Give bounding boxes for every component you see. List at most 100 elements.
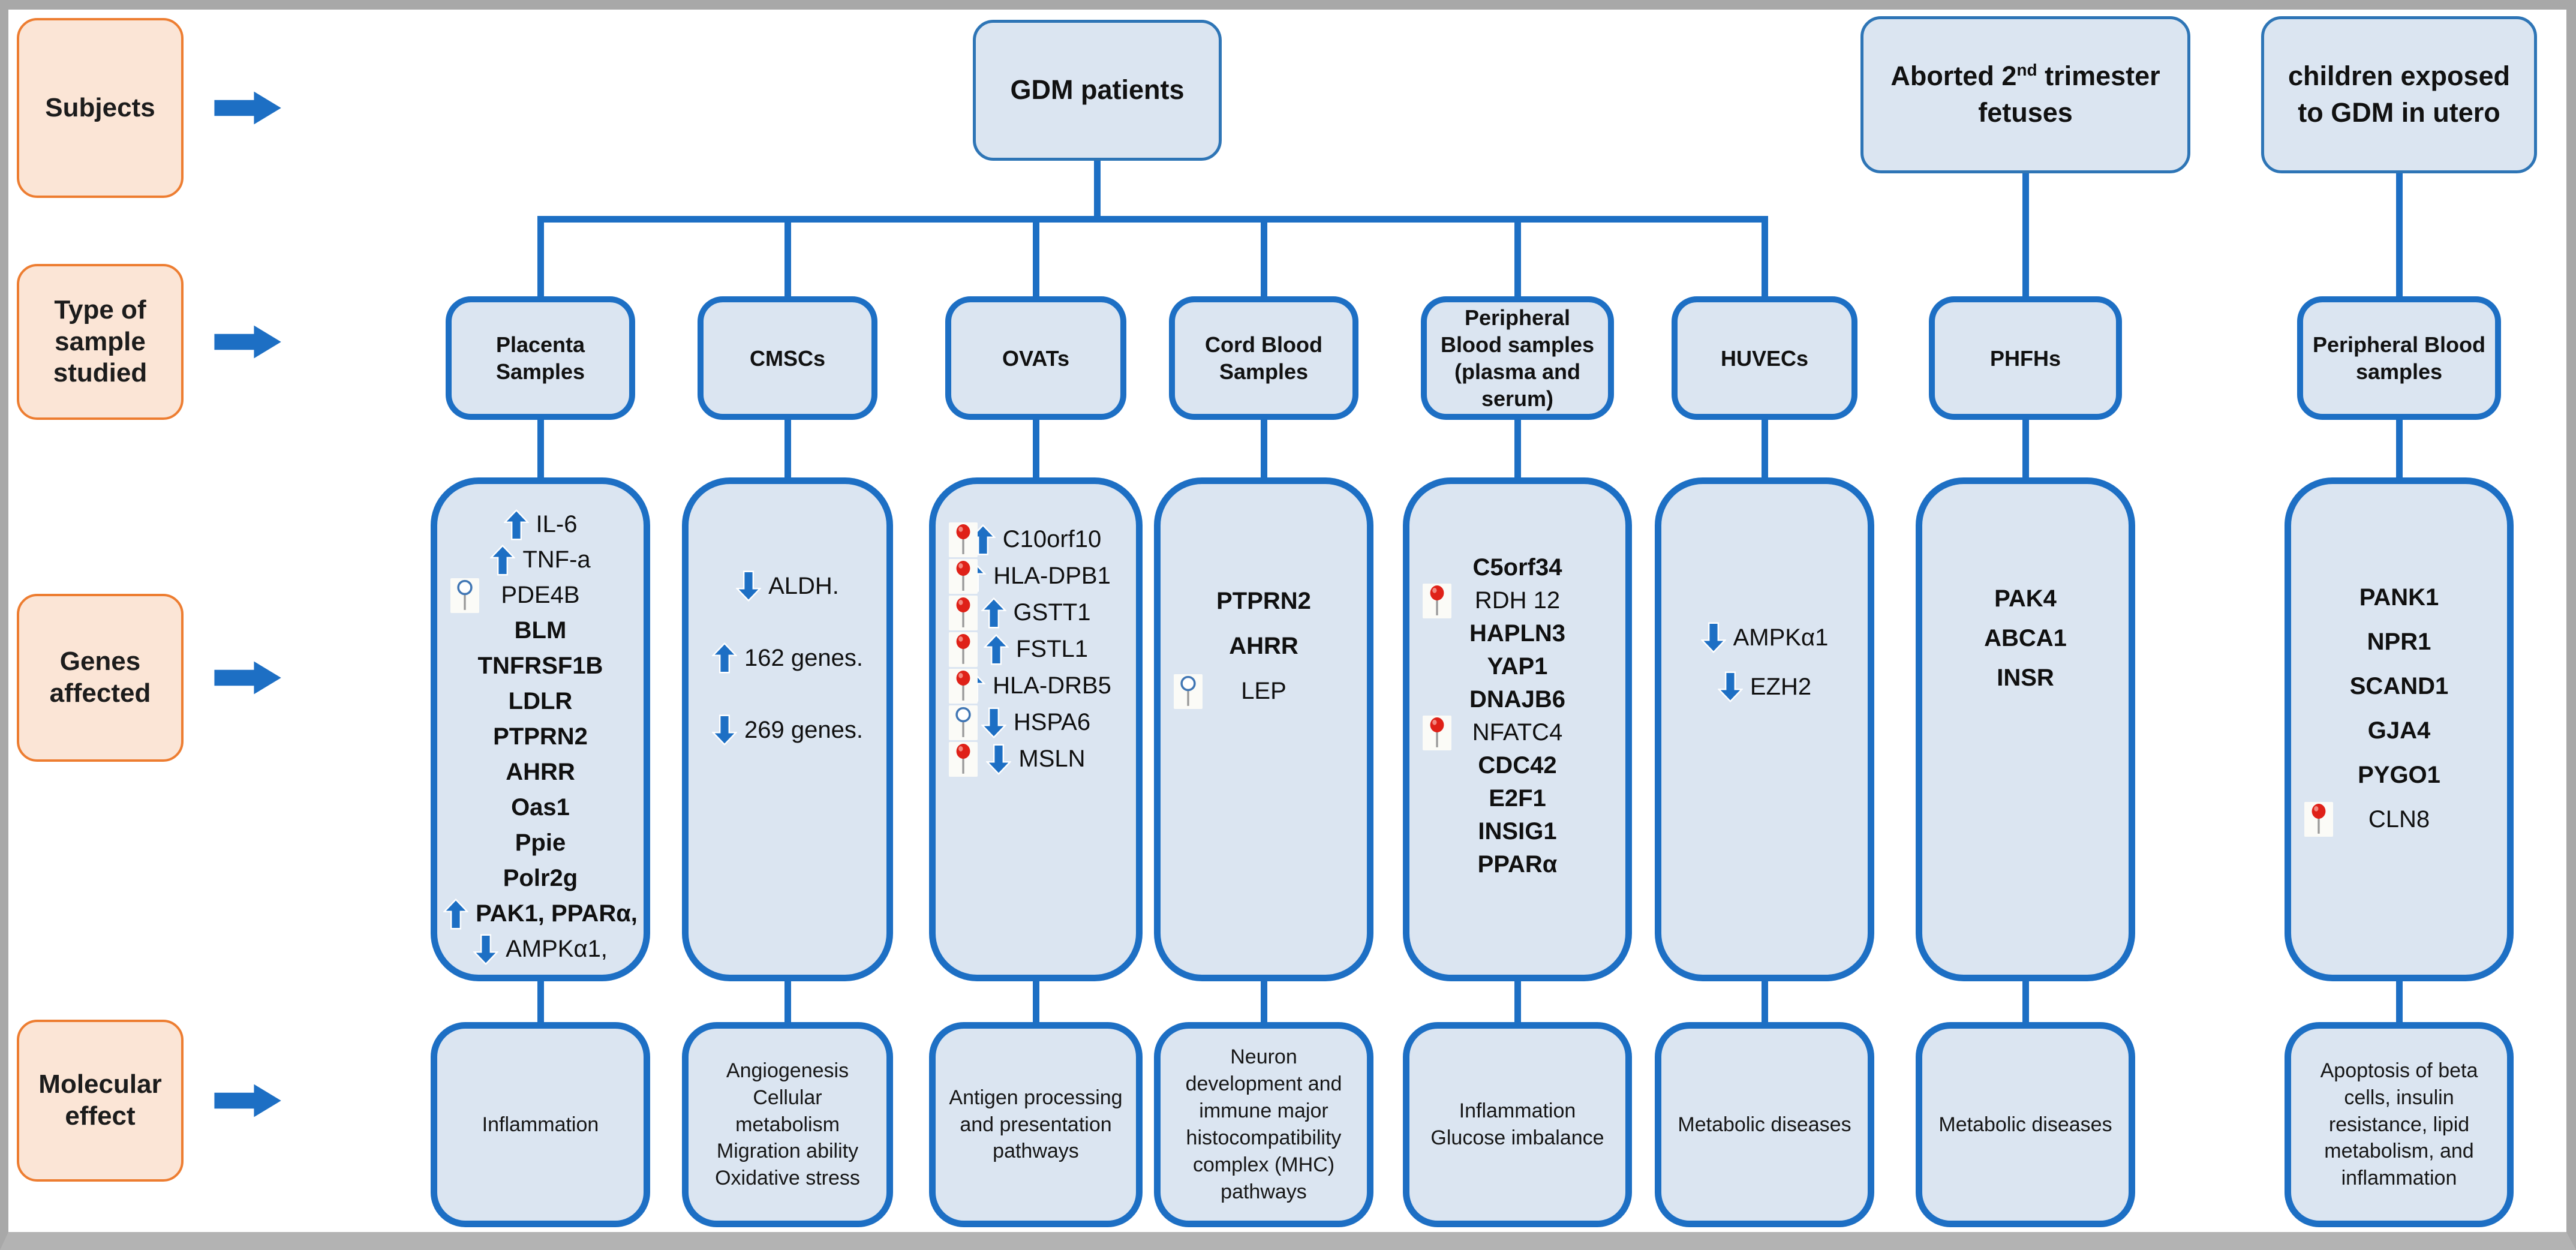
gene-item: Ppie [437, 825, 644, 861]
red-pin-icon [2304, 802, 2333, 837]
connector-line [537, 216, 1768, 223]
gene-item: YAP1 [1409, 650, 1625, 683]
connector-line [784, 417, 791, 482]
gene-name: AMPKα1, [506, 936, 608, 962]
genes-box-cmscs: ALDH.162 genes.269 genes. [682, 477, 893, 981]
genes-list: ALDH.162 genes.269 genes. [689, 484, 886, 766]
gene-item: AMPKα1, [437, 932, 644, 967]
gene-item: AMPKα1 [1661, 613, 1868, 662]
gene-item: 269 genes. [689, 694, 886, 766]
connector-line [1261, 216, 1267, 300]
down-arrow-icon [1717, 671, 1743, 702]
gene-item: NPR1 [2291, 620, 2507, 664]
gene-name: FSTL1 [1015, 636, 1089, 662]
effect-text: Metabolic diseases [1938, 1113, 2112, 1136]
effect-text: Metabolic diseases [1678, 1113, 1851, 1136]
gene-item: EZH2 [1661, 662, 1868, 711]
sample-box-huvecs: HUVECs [1672, 296, 1857, 420]
gene-name: PTPRN2 [1216, 588, 1311, 614]
gene-name: CLN8 [2368, 806, 2430, 833]
connector-line [1762, 417, 1768, 482]
gene-item: Oas1 [437, 790, 644, 825]
gene-item: MSLN [936, 741, 1136, 777]
row-label-sample-type-text: Type of sample studied [53, 295, 148, 388]
row-label-genes-affected-text: Genes affected [49, 647, 151, 708]
gene-item: TNF-a [437, 542, 644, 578]
down-arrow-icon [986, 744, 1012, 775]
sample-label: CMSCs [749, 345, 826, 371]
gene-item: TNFRSF1B [437, 648, 644, 684]
connector-line [537, 216, 544, 300]
gene-name: Polr2g [503, 865, 578, 891]
gene-item: LDLR [437, 684, 644, 719]
sample-label: PHFHs [1989, 345, 2061, 371]
gene-name: LEP [1241, 678, 1287, 704]
down-arrow-icon [712, 714, 738, 746]
white-pin-icon [949, 705, 978, 740]
gene-item: CLN8 [2291, 797, 2507, 842]
gene-name: HLA-DPB1 [993, 563, 1111, 589]
down-arrow-icon [1700, 622, 1726, 653]
gene-name: ALDH. [768, 572, 839, 599]
gene-name: AHRR [506, 759, 575, 785]
subject-children-gdm-utero: children exposed to GDM in utero [2261, 16, 2537, 173]
gene-name: PAK4 [1994, 585, 2057, 612]
sample-box-children-peripheral-blood: Peripheral Blood samples [2297, 296, 2501, 420]
gene-item: PDE4B [437, 578, 644, 613]
gene-name: MSLN [1018, 746, 1086, 772]
gene-item: ABCA1 [1922, 618, 2129, 658]
gene-item: INSIG1 [1409, 815, 1625, 848]
connector-line [1762, 216, 1768, 300]
effect-box-cord-blood: Neuron development and immune major hist… [1154, 1022, 1373, 1227]
sample-label: Peripheral Blood samples (plasma and ser… [1440, 305, 1595, 411]
gene-item: RDH 12 [1409, 583, 1625, 618]
effect-box-peripheral-blood: Inflammation Glucose imbalance [1403, 1022, 1632, 1227]
gene-name: HLA-DRB5 [993, 672, 1111, 699]
gene-item: Polr2g [437, 861, 644, 896]
subject-children-gdm-utero-text: children exposed to GDM in utero [2288, 61, 2511, 128]
gene-name: PANK1 [2359, 584, 2439, 611]
gene-item: AHRR [1161, 624, 1367, 669]
gene-name: IL-6 [536, 511, 578, 537]
red-pin-icon [949, 632, 978, 667]
gene-item: PAK4 [1922, 579, 2129, 618]
connector-line [2022, 978, 2029, 1027]
right-arrow-icon [214, 661, 281, 695]
gene-item: HAPLN3 [1409, 617, 1625, 650]
gene-item: PPARα [1409, 848, 1625, 881]
gene-name: PDE4B [501, 582, 580, 608]
gene-name: PPARα [1477, 851, 1558, 878]
gene-name: NPR1 [2367, 628, 2431, 655]
down-arrow-icon [981, 707, 1006, 738]
gene-name: YAP1 [1487, 653, 1548, 680]
row-label-genes-affected: Genes affected [17, 594, 184, 762]
gene-name: C5orf34 [1472, 554, 1562, 581]
gene-item: HLA-DPB1 [936, 558, 1136, 594]
red-pin-icon [1423, 583, 1451, 618]
connector-line [2396, 978, 2403, 1027]
effect-text: Antigen processing and presentation path… [949, 1086, 1123, 1163]
white-pin-icon [1174, 674, 1203, 709]
red-pin-icon [949, 741, 978, 777]
gene-name: 269 genes. [744, 716, 863, 743]
subject-aborted-fetuses-text: Aborted 2nd trimester fetuses [1890, 61, 2160, 128]
gene-item: FSTL1 [936, 631, 1136, 668]
gene-name: PAK1, PPARα, [476, 900, 638, 927]
gene-item: HLA-DRB5 [936, 668, 1136, 704]
up-arrow-icon [443, 898, 469, 929]
connector-line [784, 978, 791, 1027]
gene-name: INSIG1 [1478, 818, 1557, 845]
gene-item: GSTT1 [936, 594, 1136, 631]
effect-box-placenta: Inflammation [431, 1022, 650, 1227]
gene-name: AMPKα1 [1733, 624, 1829, 651]
gene-name: SCAND1 [2349, 672, 2449, 699]
